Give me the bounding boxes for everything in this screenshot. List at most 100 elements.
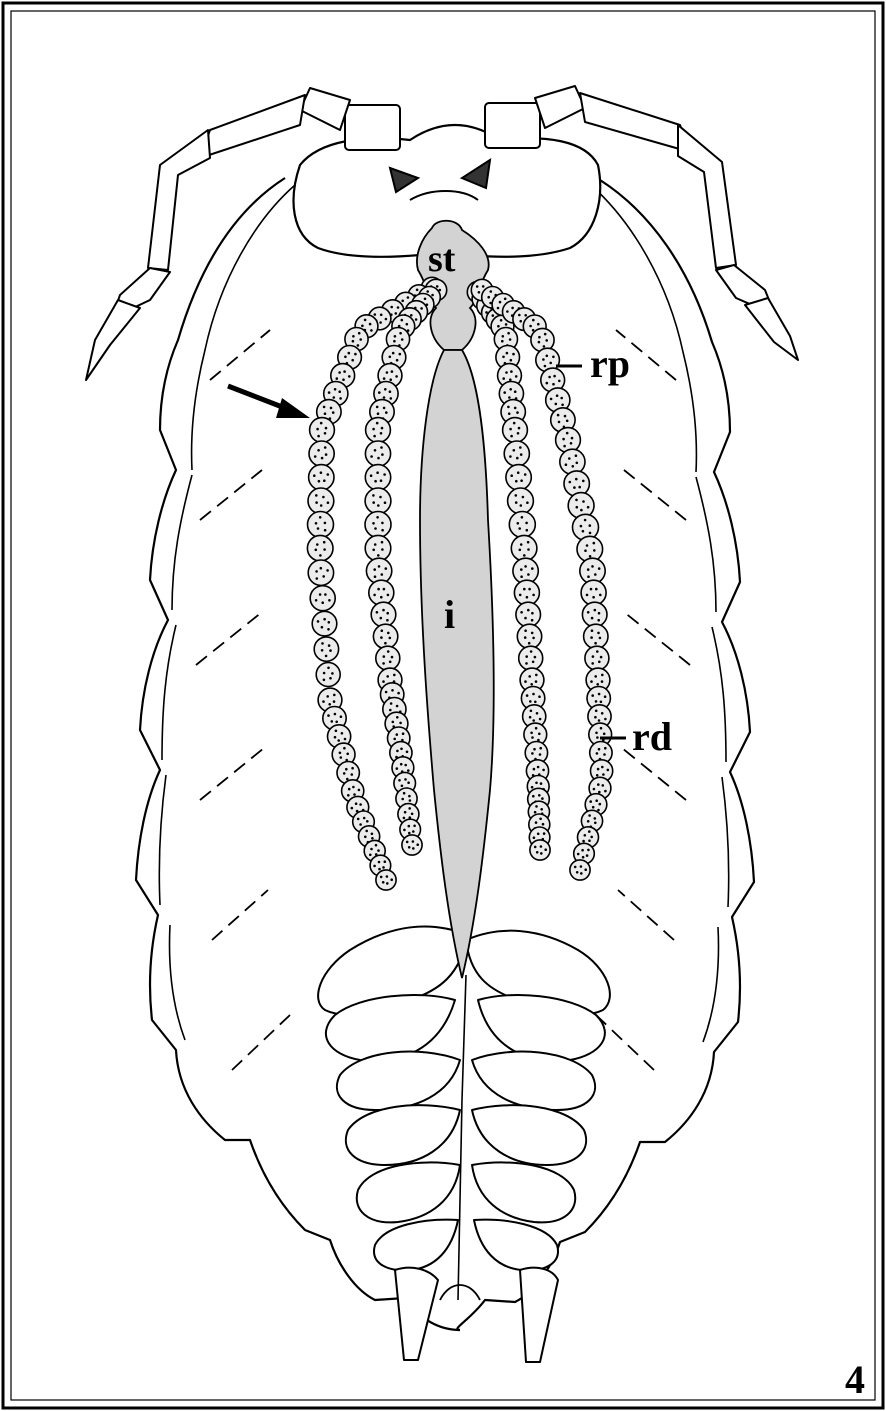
stipple-dot bbox=[590, 836, 593, 839]
stipple-dot bbox=[384, 501, 387, 504]
stipple-dot bbox=[535, 680, 538, 683]
stipple-dot bbox=[548, 376, 551, 379]
stipple-dot bbox=[599, 803, 602, 806]
stipple-dot bbox=[383, 407, 386, 410]
stipple-dot bbox=[576, 871, 579, 874]
stipple-dot bbox=[406, 841, 409, 844]
gland-bead bbox=[365, 465, 390, 490]
stipple-dot bbox=[322, 700, 325, 703]
stipple-dot bbox=[482, 285, 485, 288]
stipple-dot bbox=[385, 318, 388, 321]
stipple-dot bbox=[348, 352, 351, 355]
stipple-dot bbox=[528, 642, 531, 645]
pleotelson-notch bbox=[440, 1285, 480, 1300]
stipple-dot bbox=[517, 471, 520, 474]
stipple-dot bbox=[420, 307, 423, 310]
stipple-dot bbox=[587, 575, 590, 578]
stipple-dot bbox=[329, 649, 332, 652]
stipple-dot bbox=[531, 736, 534, 739]
stipple-dot bbox=[598, 748, 601, 751]
stipple-dot bbox=[522, 496, 525, 499]
gland-bead bbox=[530, 840, 550, 860]
stipple-dot bbox=[324, 412, 327, 415]
stipple-dot bbox=[380, 432, 383, 435]
stipple-dot bbox=[348, 375, 351, 378]
stipple-dot bbox=[517, 432, 520, 435]
stipple-dot bbox=[323, 548, 326, 551]
stipple-dot bbox=[582, 840, 585, 843]
stipple-dot bbox=[379, 321, 382, 324]
stipple-dot bbox=[387, 650, 390, 653]
label-st: st bbox=[428, 238, 456, 280]
stipple-dot bbox=[385, 411, 388, 414]
stipple-dot bbox=[531, 632, 534, 635]
stipple-dot bbox=[594, 609, 597, 612]
stipple-dot bbox=[591, 662, 594, 665]
stipple-dot bbox=[382, 609, 385, 612]
stipple-dot bbox=[561, 404, 564, 407]
stipple-dot bbox=[532, 693, 535, 696]
stipple-dot bbox=[601, 680, 604, 683]
stipple-dot bbox=[586, 594, 589, 597]
stipple-dot bbox=[377, 588, 380, 591]
stipple-dot bbox=[325, 427, 328, 430]
stipple-dot bbox=[385, 691, 388, 694]
stipple-dot bbox=[576, 506, 579, 509]
stipple-dot bbox=[565, 463, 568, 466]
stipple-dot bbox=[590, 680, 593, 683]
stipple-dot bbox=[520, 568, 523, 571]
stipple-dot bbox=[317, 435, 320, 438]
panel-number: 4 bbox=[845, 1357, 865, 1402]
stipple-dot bbox=[382, 881, 385, 884]
stipple-dot bbox=[511, 307, 514, 310]
stipple-dot bbox=[535, 674, 538, 677]
stipple-dot bbox=[326, 569, 329, 572]
stipple-dot bbox=[589, 532, 592, 535]
stipple-dot bbox=[384, 860, 387, 863]
stipple-dot bbox=[415, 318, 418, 321]
stipple-dot bbox=[527, 541, 530, 544]
stipple-dot bbox=[364, 319, 367, 322]
stipple-dot bbox=[378, 868, 381, 871]
stipple-dot bbox=[535, 727, 538, 730]
stipple-dot bbox=[540, 845, 543, 848]
stipple-dot bbox=[371, 833, 374, 836]
gland-bead bbox=[564, 471, 589, 496]
stipple-dot bbox=[391, 656, 394, 659]
stipple-dot bbox=[504, 298, 507, 301]
stipple-dot bbox=[587, 820, 590, 823]
stipple-dot bbox=[497, 307, 500, 310]
stipple-dot bbox=[527, 609, 530, 612]
stipple-dot bbox=[321, 626, 324, 629]
stipple-dot bbox=[321, 601, 324, 604]
gland-bead bbox=[365, 488, 391, 514]
stipple-dot bbox=[381, 522, 384, 525]
stipple-dot bbox=[510, 359, 513, 362]
stipple-dot bbox=[575, 454, 578, 457]
gland-bead bbox=[503, 418, 528, 443]
stipple-dot bbox=[316, 428, 319, 431]
stipple-dot bbox=[514, 407, 517, 410]
stipple-dot bbox=[588, 839, 591, 842]
stipple-dot bbox=[386, 675, 389, 678]
stipple-dot bbox=[500, 319, 503, 322]
stipple-dot bbox=[532, 637, 535, 640]
stipple-dot bbox=[594, 716, 597, 719]
stipple-dot bbox=[534, 701, 537, 704]
stipple-dot bbox=[524, 629, 527, 632]
stipple-dot bbox=[373, 435, 376, 438]
stipple-dot bbox=[408, 846, 411, 849]
stipple-dot bbox=[537, 766, 540, 769]
stipple-dot bbox=[543, 832, 546, 835]
stipple-dot bbox=[586, 544, 589, 547]
stipple-dot bbox=[594, 675, 597, 678]
stipple-dot bbox=[319, 516, 322, 519]
stipple-dot bbox=[574, 866, 577, 869]
label-rd: rd bbox=[632, 714, 672, 759]
stipple-dot bbox=[478, 291, 481, 294]
stipple-dot bbox=[526, 596, 529, 599]
stipple-dot bbox=[598, 661, 601, 664]
stipple-dot bbox=[490, 290, 493, 293]
stipple-dot bbox=[519, 594, 522, 597]
stipple-dot bbox=[376, 516, 379, 519]
